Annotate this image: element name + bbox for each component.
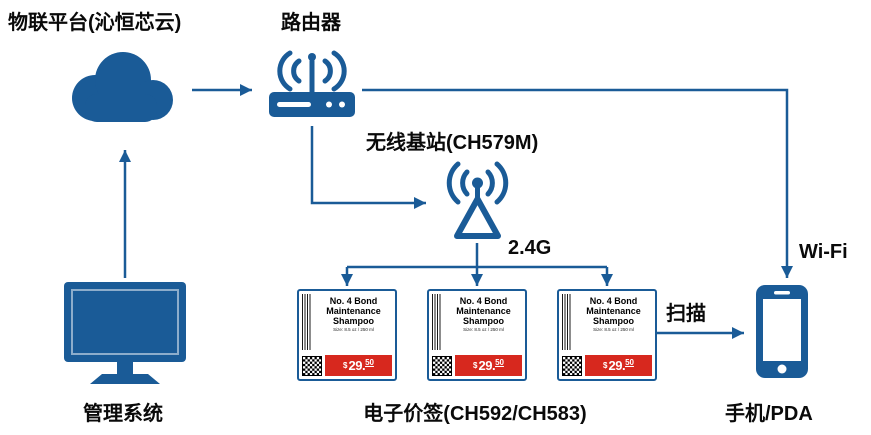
price-cents: 50 [625,357,634,367]
product-line2: Maintenance [456,306,511,317]
price-badge: $29.50 [325,355,392,376]
label-esl: 电子价签(CH592/CH583) [363,403,587,425]
price-main: 29. [478,358,496,373]
price-cents: 50 [365,357,374,367]
router-to-basestation-arrow [310,126,426,209]
label-2-4g: 2.4G [508,237,552,259]
price-cents: 50 [495,357,504,367]
label-scan: 扫描 [666,303,706,325]
price-main: 29. [348,358,366,373]
router-to-phone-wifi-arrow [362,88,793,278]
base-station-antenna-icon [446,161,509,239]
cloud-icon [72,52,173,122]
product-line3: Shampoo [462,316,504,327]
router-icon [269,50,355,117]
label-mgmt-system: 管理系统 [83,403,163,425]
product-line2: Maintenance [586,306,641,317]
label-wifi: Wi-Fi [799,241,848,263]
price-tag: No. 4 Bond Maintenance Shampoo Size: 8.5… [427,289,527,381]
price-main: 29. [608,358,626,373]
label-base-station: 无线基站(CH579M) [366,132,539,154]
price-tag: No. 4 Bond Maintenance Shampoo Size: 8.5… [557,289,657,381]
product-subtext: Size: 8.5 oz / 250 ml [463,327,504,333]
product-subtext: Size: 8.5 oz / 250 ml [333,327,374,333]
price-currency: $ [603,360,608,370]
product-subtext: Size: 8.5 oz / 250 ml [593,327,634,333]
product-line1: No. 4 Bond [329,296,378,306]
price-badge: $29.50 [455,355,522,376]
barcode [302,294,312,350]
qr-code-icon [562,356,582,376]
barcode [562,294,572,350]
label-iot-platform: 物联平台(沁恒芯云) [8,12,182,34]
product-line3: Shampoo [332,316,374,327]
price-currency: $ [473,360,478,370]
price-currency: $ [343,360,348,370]
label-router: 路由器 [281,12,341,34]
product-line1: No. 4 Bond [589,296,638,306]
product-line1: No. 4 Bond [459,296,508,306]
barcode [432,294,442,350]
monitor-icon [64,282,186,384]
label-phone: 手机/PDA [725,403,813,425]
product-line3: Shampoo [592,316,634,327]
qr-code-icon [302,356,322,376]
qr-code-icon [432,356,452,376]
product-line2: Maintenance [326,306,381,317]
price-tag: No. 4 Bond Maintenance Shampoo Size: 8.5… [297,289,397,381]
phone-icon [756,285,808,378]
price-badge: $29.50 [585,355,652,376]
